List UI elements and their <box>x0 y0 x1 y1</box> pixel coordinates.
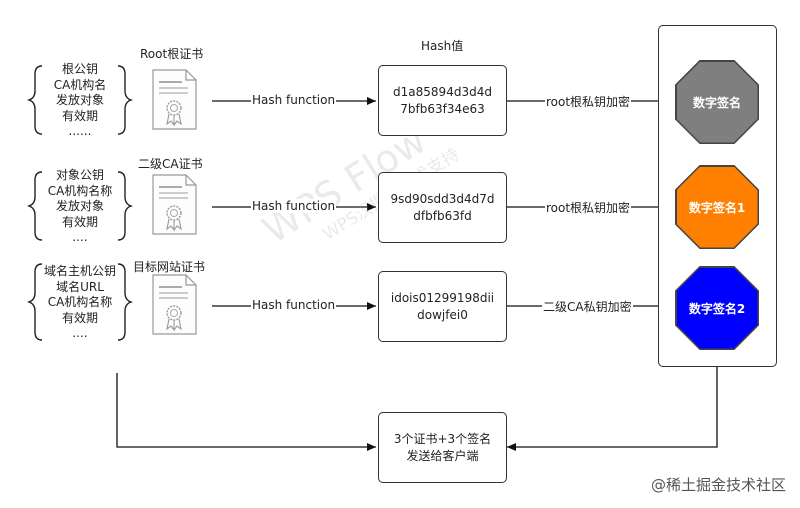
signature-octagon-site: 数字签名2 <box>675 266 759 350</box>
hash-value-line: dowjfei0 <box>417 307 468 322</box>
result-line: 3个证书+3个签名 <box>393 431 492 446</box>
field: 有效期 <box>61 108 98 123</box>
encrypt-label: root根私钥加密 <box>545 199 632 216</box>
cert-fields-root: 根公钥 CA机构名 发放对象 有效期 ...... <box>40 62 120 140</box>
field: 发放对象 <box>55 199 104 213</box>
field: ...... <box>68 124 92 138</box>
field: CA机构名称 <box>47 183 113 198</box>
result-box: 3个证书+3个签名发送给客户端 <box>378 412 507 483</box>
hash-header: Hash值 <box>421 39 464 53</box>
result-line: 发送给客户端 <box>406 448 479 463</box>
cert-caption-root: Root根证书 <box>140 47 204 61</box>
hash-function-label: Hash function <box>251 93 337 107</box>
field: 域名URL <box>56 279 104 294</box>
hash-function-label: Hash function <box>251 199 337 213</box>
signature-label: 数字签名1 <box>676 166 758 248</box>
certificate-icon-site <box>152 274 197 335</box>
brace-3 <box>26 263 134 341</box>
field: 根公钥 <box>61 62 98 76</box>
brace-2 <box>26 171 134 241</box>
field: CA机构名称 <box>47 295 113 309</box>
hash-function-label: Hash function <box>251 298 337 312</box>
hash-value-line: 7bfb63f34e63 <box>400 101 485 116</box>
encrypt-label: 二级CA私钥加密 <box>542 298 633 315</box>
field: .... <box>72 326 88 340</box>
certs-to-result-arrow <box>116 373 376 451</box>
field: CA机构名 <box>53 77 107 92</box>
field: .... <box>72 230 88 244</box>
hash-box-intermediate: 9sd90sdd3d4d7d dfbfb63fd <box>378 172 507 243</box>
cert-caption-intermediate: 二级CA证书 <box>138 157 203 171</box>
field: 对象公钥 <box>55 168 104 182</box>
field: 发放对象 <box>55 93 104 107</box>
hash-box-root: d1a85894d3d4d 7bfb63f34e63 <box>378 65 507 136</box>
hash-value-line: 9sd90sdd3d4d7d <box>390 191 495 206</box>
signature-octagon-root: 数字签名 <box>675 60 759 144</box>
cert-fields-site: 域名主机公钥 域名URL CA机构名称 有效期 .... <box>36 264 124 342</box>
brace-1 <box>26 65 134 135</box>
signature-label: 数字签名2 <box>676 267 758 349</box>
hash-value-line: dfbfb63fd <box>413 208 472 223</box>
encrypt-label: root根私钥加密 <box>545 93 632 110</box>
signatures-to-result-arrow <box>507 367 718 451</box>
field: 域名主机公钥 <box>43 264 116 278</box>
field: 有效期 <box>61 310 98 325</box>
certificate-icon-intermediate <box>152 174 197 235</box>
certificate-icon-root <box>152 69 197 130</box>
hash-box-site: idois01299198dii dowjfei0 <box>378 271 507 342</box>
signature-octagon-intermediate: 数字签名1 <box>675 165 759 249</box>
signature-label: 数字签名 <box>676 61 758 143</box>
cert-caption-site: 目标网站证书 <box>133 260 206 274</box>
hash-value-line: d1a85894d3d4d <box>393 84 492 99</box>
field: 有效期 <box>61 214 98 229</box>
site-credit: @稀土掘金技术社区 <box>650 476 786 494</box>
cert-fields-intermediate: 对象公钥 CA机构名称 发放对象 有效期 .... <box>40 168 120 246</box>
hash-value-line: idois01299198dii <box>390 290 495 305</box>
